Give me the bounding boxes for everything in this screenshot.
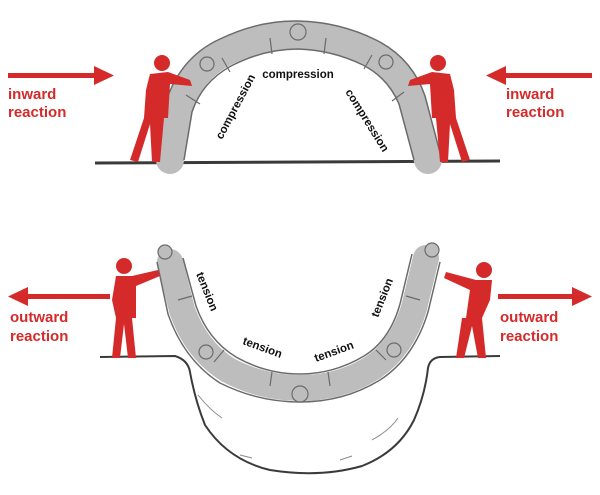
bottom-left-reaction-line1: outward [10, 309, 68, 326]
top-arch-band [156, 21, 442, 174]
top-arch-figure-joints [185, 37, 405, 105]
bottom-pit-texture [197, 394, 399, 461]
top-left-reaction-line2: reaction [8, 104, 66, 121]
top-right-red-figure [408, 55, 470, 162]
top-right-reaction-line1: inward [506, 86, 554, 103]
bottom-left-red-figure [112, 258, 160, 358]
top-left-reaction-line1: inward [8, 86, 56, 103]
arrow-right-icon [498, 287, 592, 306]
top-right-reaction-line2: reaction [506, 104, 564, 121]
top-arch-heads [199, 23, 394, 72]
bottom-chain-outline-outer [182, 253, 413, 375]
bottom-force-label-3: tension [313, 340, 356, 365]
bottom-ground-line [99, 354, 501, 475]
bottom-chain-figure-joints [177, 295, 421, 387]
bottom-right-reaction-line1: outward [500, 309, 558, 326]
bottom-diagram: tension tension tension tension outward … [8, 242, 592, 475]
top-force-label-right: compression [342, 87, 390, 154]
top-diagram: compression compression compression inwa… [8, 20, 592, 174]
arrow-left-icon [8, 287, 110, 306]
top-force-label-center: compression [262, 69, 334, 81]
bottom-right-reaction-line2: reaction [500, 328, 558, 345]
top-force-label-left: compression [214, 73, 258, 142]
bottom-chain-heads [157, 242, 440, 403]
top-arch-outline-inner [183, 48, 415, 161]
top-arch-outline-outer [155, 20, 443, 161]
bottom-force-label-4: tension [370, 277, 396, 319]
arrow-right-icon [8, 66, 114, 85]
bottom-right-red-figure [444, 262, 492, 358]
top-left-red-figure [130, 55, 192, 162]
bottom-force-label-1: tension [193, 271, 219, 313]
bottom-chain-band [157, 245, 439, 401]
arrow-left-icon [486, 66, 592, 85]
bottom-left-reaction-line2: reaction [10, 328, 68, 345]
bottom-force-label-2: tension [241, 336, 284, 361]
